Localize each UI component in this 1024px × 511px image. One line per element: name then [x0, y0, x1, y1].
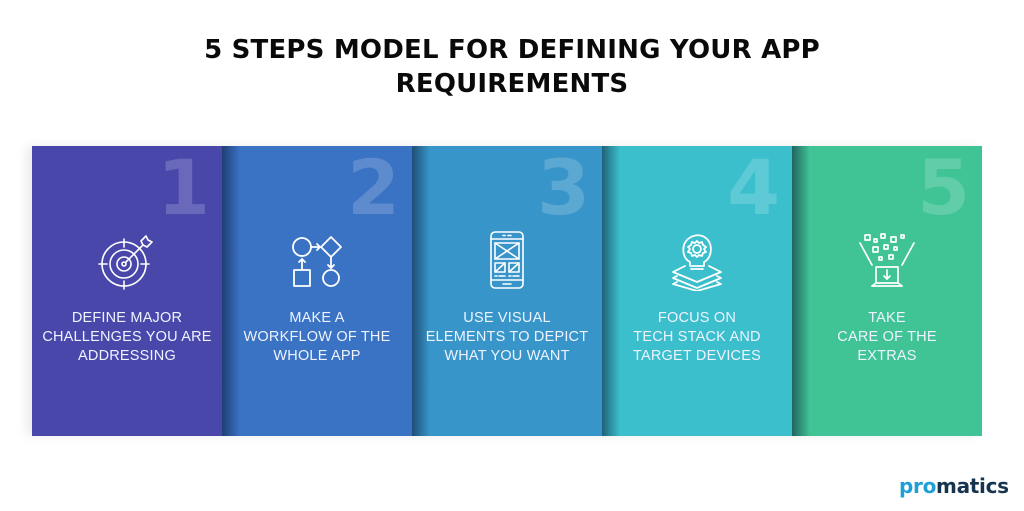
label-line: MAKE A	[289, 310, 345, 326]
label-line: TECH STACK AND	[633, 329, 761, 345]
step-number: 4	[727, 146, 780, 232]
title-line-2: REQUIREMENTS	[395, 69, 629, 99]
label-line: EXTRAS	[857, 348, 917, 364]
target-arrow-icon	[97, 231, 157, 291]
step-label: USE VISUAL ELEMENTS TO DEPICT WHAT YOU W…	[412, 309, 602, 366]
step-number: 3	[537, 146, 590, 232]
label-line: FOCUS ON	[657, 310, 737, 326]
label-line: ELEMENTS TO DEPICT	[425, 329, 589, 345]
steps-row: 1 DEFINE MAJOR CHALLENGES YOU ARE ADDRES…	[32, 146, 982, 436]
mobile-wireframe-icon	[477, 231, 537, 291]
label-line: CARE OF THE	[837, 329, 937, 345]
step-label: MAKE A WORKFLOW OF THE WHOLE APP	[222, 309, 412, 366]
label-line: DEFINE MAJOR	[71, 310, 183, 326]
step-label: FOCUS ON TECH STACK AND TARGET DEVICES	[602, 309, 792, 366]
label-line: WHAT YOU WANT	[444, 348, 570, 364]
title-line-1: 5 STEPS MODEL FOR DEFINING YOUR APP	[204, 35, 820, 65]
step-number: 1	[157, 146, 210, 232]
label-line: TAKE	[868, 310, 906, 326]
step-number: 2	[347, 146, 400, 232]
label-line: USE VISUAL	[463, 310, 551, 326]
step-5-panel: 5 T	[792, 146, 982, 436]
laptop-extras-icon	[857, 231, 917, 291]
promatics-logo: promatics	[899, 474, 1009, 498]
workflow-icon	[287, 231, 347, 291]
step-4-panel: 4 FOCUS ON TECH STACK AND TARGET DEVICES	[602, 146, 792, 436]
lightbulb-stack-icon	[667, 231, 727, 291]
label-line: ADDRESSING	[78, 348, 176, 364]
step-number: 5	[917, 146, 970, 232]
logo-part-matics: matics	[936, 474, 1009, 498]
page-title: 5 STEPS MODEL FOR DEFINING YOUR APP REQU…	[0, 33, 1024, 101]
label-line: CHALLENGES YOU ARE	[42, 329, 212, 345]
step-3-panel: 3 USE VISUAL	[412, 146, 602, 436]
step-label: TAKE CARE OF THE EXTRAS	[792, 309, 982, 366]
step-1-panel: 1 DEFINE MAJOR CHALLENGES YOU ARE ADDRES…	[32, 146, 222, 436]
label-line: TARGET DEVICES	[633, 348, 761, 364]
label-line: WHOLE APP	[273, 348, 361, 364]
step-2-panel: 2 MAKE A WORKFLOW OF THE WHOLE APP	[222, 146, 412, 436]
step-label: DEFINE MAJOR CHALLENGES YOU ARE ADDRESSI…	[32, 309, 222, 366]
logo-part-pro: pro	[899, 474, 937, 498]
label-line: WORKFLOW OF THE	[243, 329, 391, 345]
